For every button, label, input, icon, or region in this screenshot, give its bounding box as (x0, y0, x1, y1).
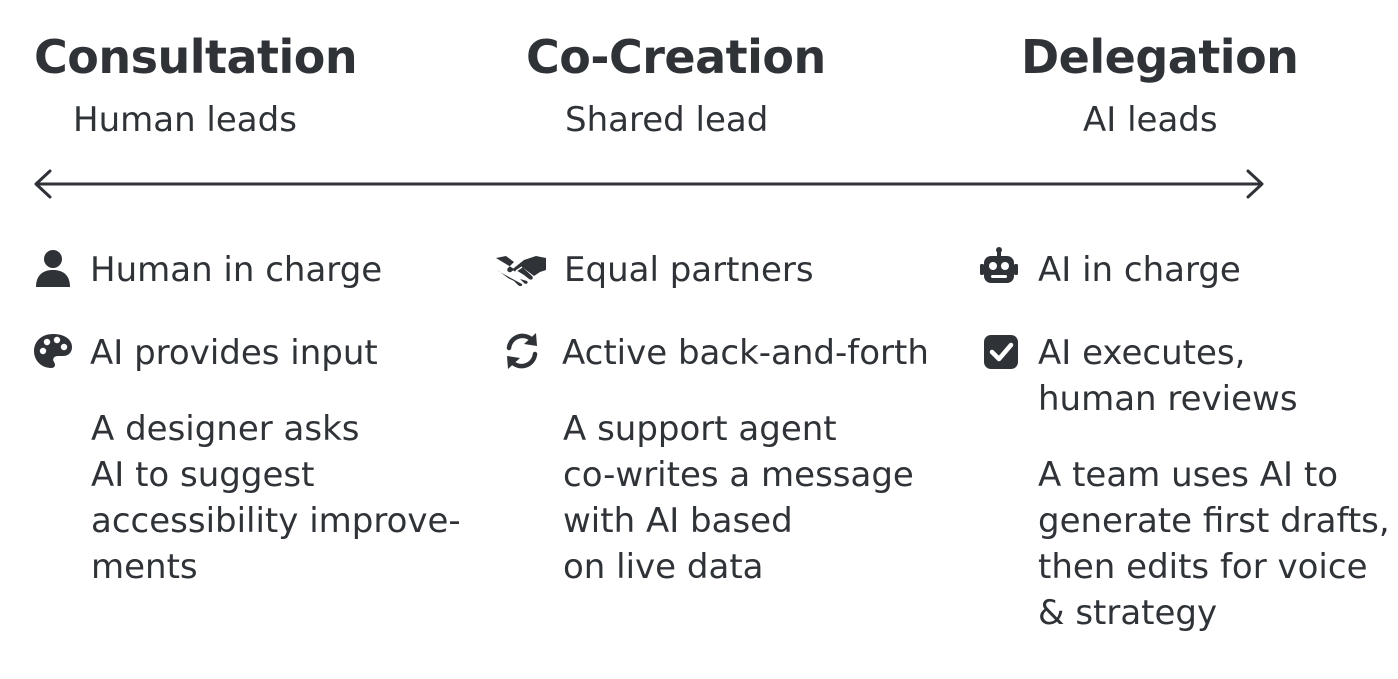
delegation-example: A team uses AI to generate first drafts,… (1038, 455, 1390, 633)
consultation-title: Consultation (34, 30, 358, 84)
co-creation-item-1-label: Equal partners (564, 250, 814, 290)
spectrum-arrow (34, 169, 1264, 199)
person-icon (32, 247, 74, 289)
delegation-item-1: AI in charge (978, 247, 1241, 293)
co-creation-example: A support agent co-writes a message with… (563, 409, 914, 587)
consultation-item-1-label: Human in charge (90, 250, 383, 290)
co-creation-title: Co-Creation (526, 30, 826, 84)
robot-icon (978, 247, 1020, 289)
delegation-subtitle: AI leads (1083, 100, 1218, 140)
consultation-item-1: Human in charge (32, 247, 382, 293)
co-creation-item-1: Equal partners (494, 247, 814, 293)
refresh-icon (498, 330, 546, 372)
consultation-subtitle: Human leads (73, 100, 297, 140)
consultation-example: A designer asks AI to suggest accessibil… (91, 409, 461, 587)
delegation-title: Delegation (1021, 30, 1299, 84)
co-creation-item-2: Active back-and-forth (498, 330, 929, 376)
delegation-item-1-label: AI in charge (1038, 250, 1241, 290)
delegation-item-2-label: AI executes, human reviews (1038, 333, 1298, 419)
delegation-item-2: AI executes, human reviews (980, 330, 1298, 422)
co-creation-subtitle: Shared lead (565, 100, 769, 140)
checkbox-icon (980, 330, 1022, 372)
consultation-item-2: AI provides input (32, 330, 378, 376)
consultation-item-2-label: AI provides input (90, 333, 378, 373)
handshake-icon (494, 247, 548, 289)
co-creation-item-2-label: Active back-and-forth (562, 333, 929, 373)
palette-icon (32, 330, 74, 372)
